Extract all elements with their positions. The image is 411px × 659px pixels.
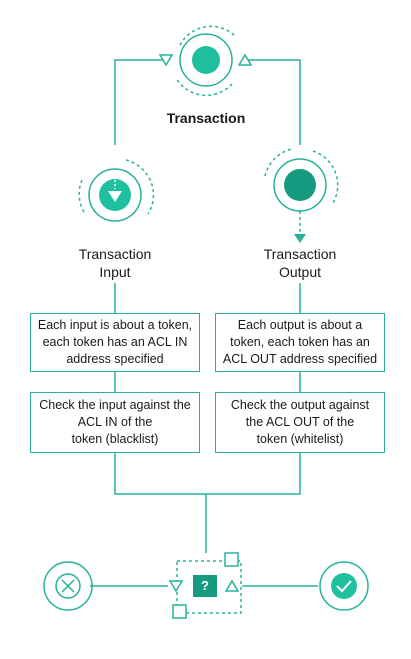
check-circle-icon — [336, 580, 352, 593]
input-acl-box: Each input is about a token, each token … — [30, 313, 200, 372]
triangle-down-icon — [168, 580, 184, 593]
arrow-down-icon — [294, 234, 306, 243]
input-acl-line: address specified — [66, 352, 164, 366]
output-acl-box: Each output is about a token, each token… — [215, 313, 385, 372]
transaction-input-node — [78, 159, 155, 222]
triangle-down-icon — [158, 54, 174, 67]
x-circle-icon — [61, 579, 75, 593]
transaction-output-label-line2: Output — [278, 264, 322, 280]
input-acl-line: each token has an ACL IN — [42, 335, 188, 349]
transaction-output-label-line1: Transaction — [263, 246, 337, 262]
loop-right-connector — [246, 59, 301, 145]
merge-connector — [114, 453, 301, 495]
output-check-box: Check the output against the ACL OUT of … — [215, 392, 385, 453]
question-box — [193, 575, 217, 597]
output-acl-line: token, each token has an — [230, 335, 370, 349]
input-acl-line: Each input is about a token, — [37, 318, 193, 332]
loop-left-connector — [114, 59, 165, 145]
input-check-box: Check the input against the ACL IN of th… — [30, 392, 200, 453]
transaction-output-label: Transaction Output — [240, 245, 360, 281]
transaction-node — [158, 25, 253, 97]
transaction-title: Transaction — [166, 110, 246, 126]
transaction-output-node — [264, 148, 339, 243]
output-acl-line: ACL OUT address specified — [222, 352, 378, 366]
arrow-down-icon — [108, 191, 122, 202]
input-check-line: token (blacklist) — [71, 432, 159, 446]
decision-question-mark: ? — [201, 578, 209, 593]
triangle-up-icon — [224, 579, 240, 592]
reject-node — [43, 561, 93, 611]
decision-node — [168, 552, 242, 619]
output-check-line: Check the output against — [230, 398, 370, 412]
transaction-input-label-line2: Input — [99, 264, 131, 280]
triangle-up-icon — [237, 53, 253, 66]
accept-node — [319, 561, 369, 611]
input-check-line: ACL IN of the — [77, 415, 153, 429]
transaction-input-label-line1: Transaction — [78, 246, 152, 262]
output-check-line: the ACL OUT of the — [245, 415, 355, 429]
transaction-input-label: Transaction Input — [55, 245, 175, 281]
input-check-line: Check the input against the — [39, 398, 191, 412]
output-acl-line: Each output is about a — [237, 318, 363, 332]
output-check-line: token (whitelist) — [256, 432, 344, 446]
